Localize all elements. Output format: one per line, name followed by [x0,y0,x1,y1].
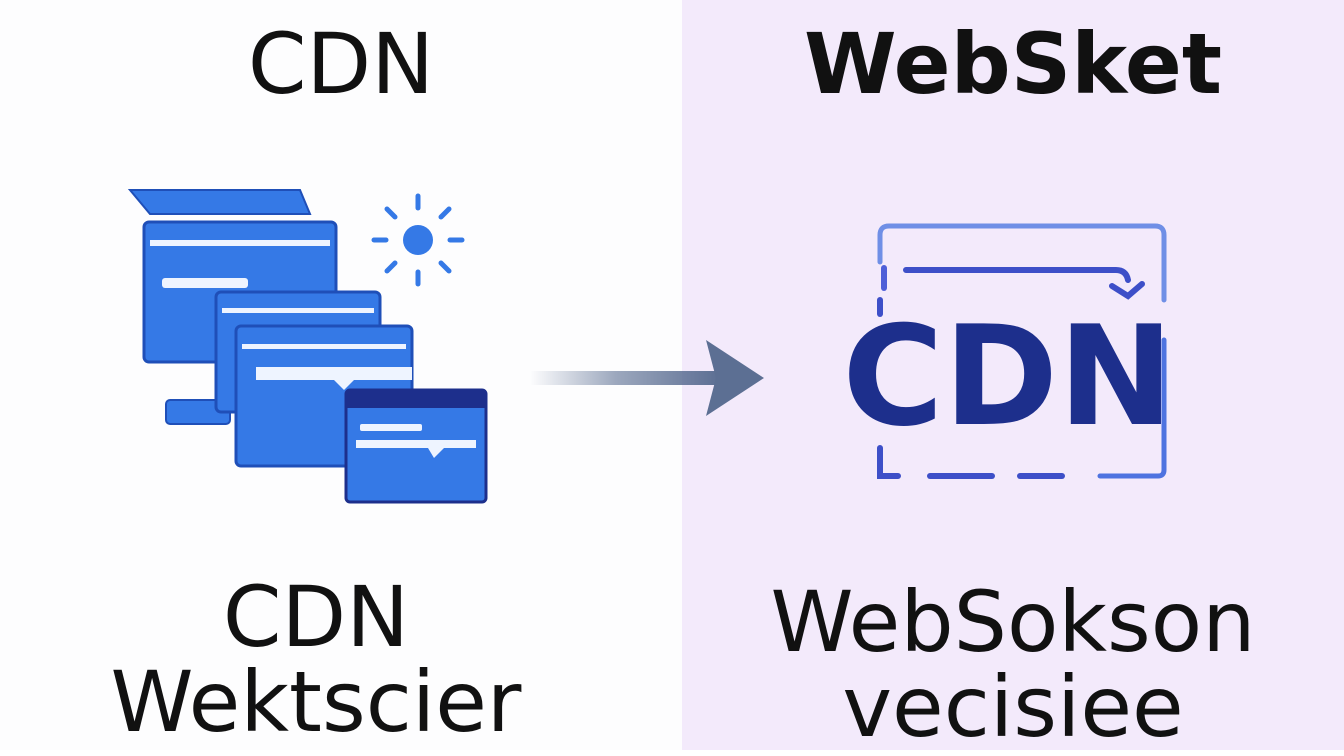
cdn-servers-icon [127,189,488,504]
right-panel [682,0,1344,750]
sun-icon [371,193,465,287]
arrow-right-icon [530,340,764,416]
right-caption-line2: vecisiee [842,658,1184,756]
left-title: CDN [247,15,435,113]
right-title: WebSket [804,15,1222,113]
cdn-logo-text: CDN [842,296,1173,457]
right-caption-line1: WebSokson [770,573,1256,671]
cdn-logo-icon [877,223,1167,479]
left-caption-line1: CDN [222,568,410,666]
left-caption-line2: Wektscier [110,653,522,751]
